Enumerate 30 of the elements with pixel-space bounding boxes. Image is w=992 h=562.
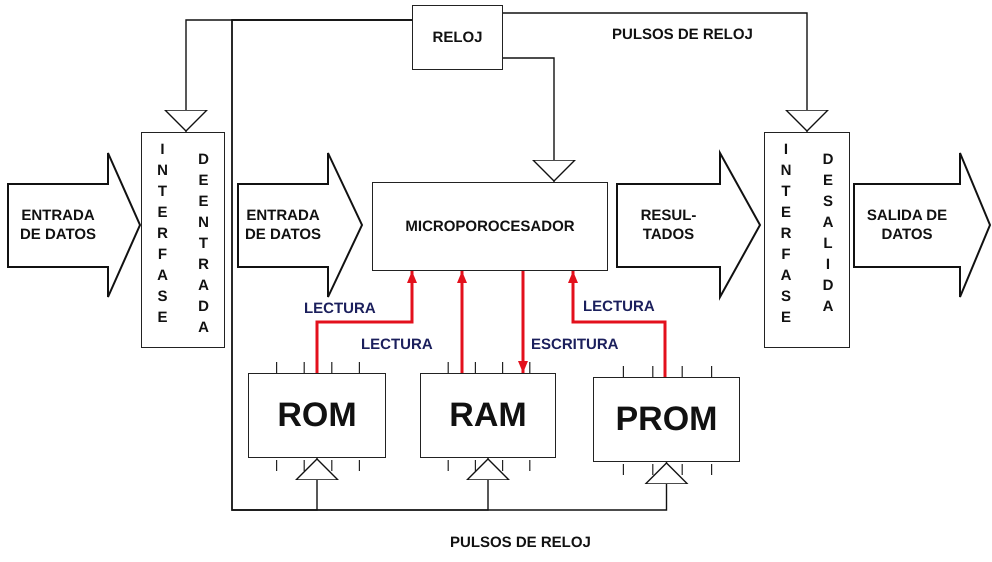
chip-label: PROM xyxy=(616,399,718,440)
data-arrow xyxy=(316,271,417,373)
vertical-label: DE SALIDA xyxy=(822,150,834,317)
vertical-label: INTERFASE xyxy=(780,140,792,328)
process-box xyxy=(412,5,503,70)
data-arrow xyxy=(457,271,467,373)
process-box xyxy=(372,182,608,271)
block-arrow xyxy=(853,152,992,298)
block-arrow xyxy=(7,152,142,298)
vertical-label: DE ENTRADA xyxy=(198,150,210,338)
clock-line xyxy=(231,19,688,511)
chip-label: ROM xyxy=(277,395,357,436)
vertical-label: INTERFASE xyxy=(156,140,168,328)
edge-label: ENTRADA DE DATOS xyxy=(18,206,98,244)
clock-line xyxy=(503,57,576,182)
bus-label: PULSOS DE RELOJ xyxy=(612,26,753,43)
bus-label: PULSOS DE RELOJ xyxy=(450,534,591,551)
block-arrow xyxy=(237,152,364,298)
box-label: MICROPOROCESADOR xyxy=(405,218,575,236)
edge-label: RESUL- TADOS xyxy=(640,206,698,244)
edge-label: ENTRADA DE DATOS xyxy=(244,206,322,244)
chip-label: RAM xyxy=(449,395,527,436)
block-arrow xyxy=(616,149,762,301)
edge-label: SALIDA DE DATOS xyxy=(866,206,948,244)
interface-box xyxy=(141,132,225,348)
data-arrow xyxy=(518,271,528,373)
data-arrow xyxy=(568,271,666,377)
interface-box xyxy=(764,132,850,348)
clock-line xyxy=(503,12,829,132)
box-label: RELOJ xyxy=(432,28,482,46)
